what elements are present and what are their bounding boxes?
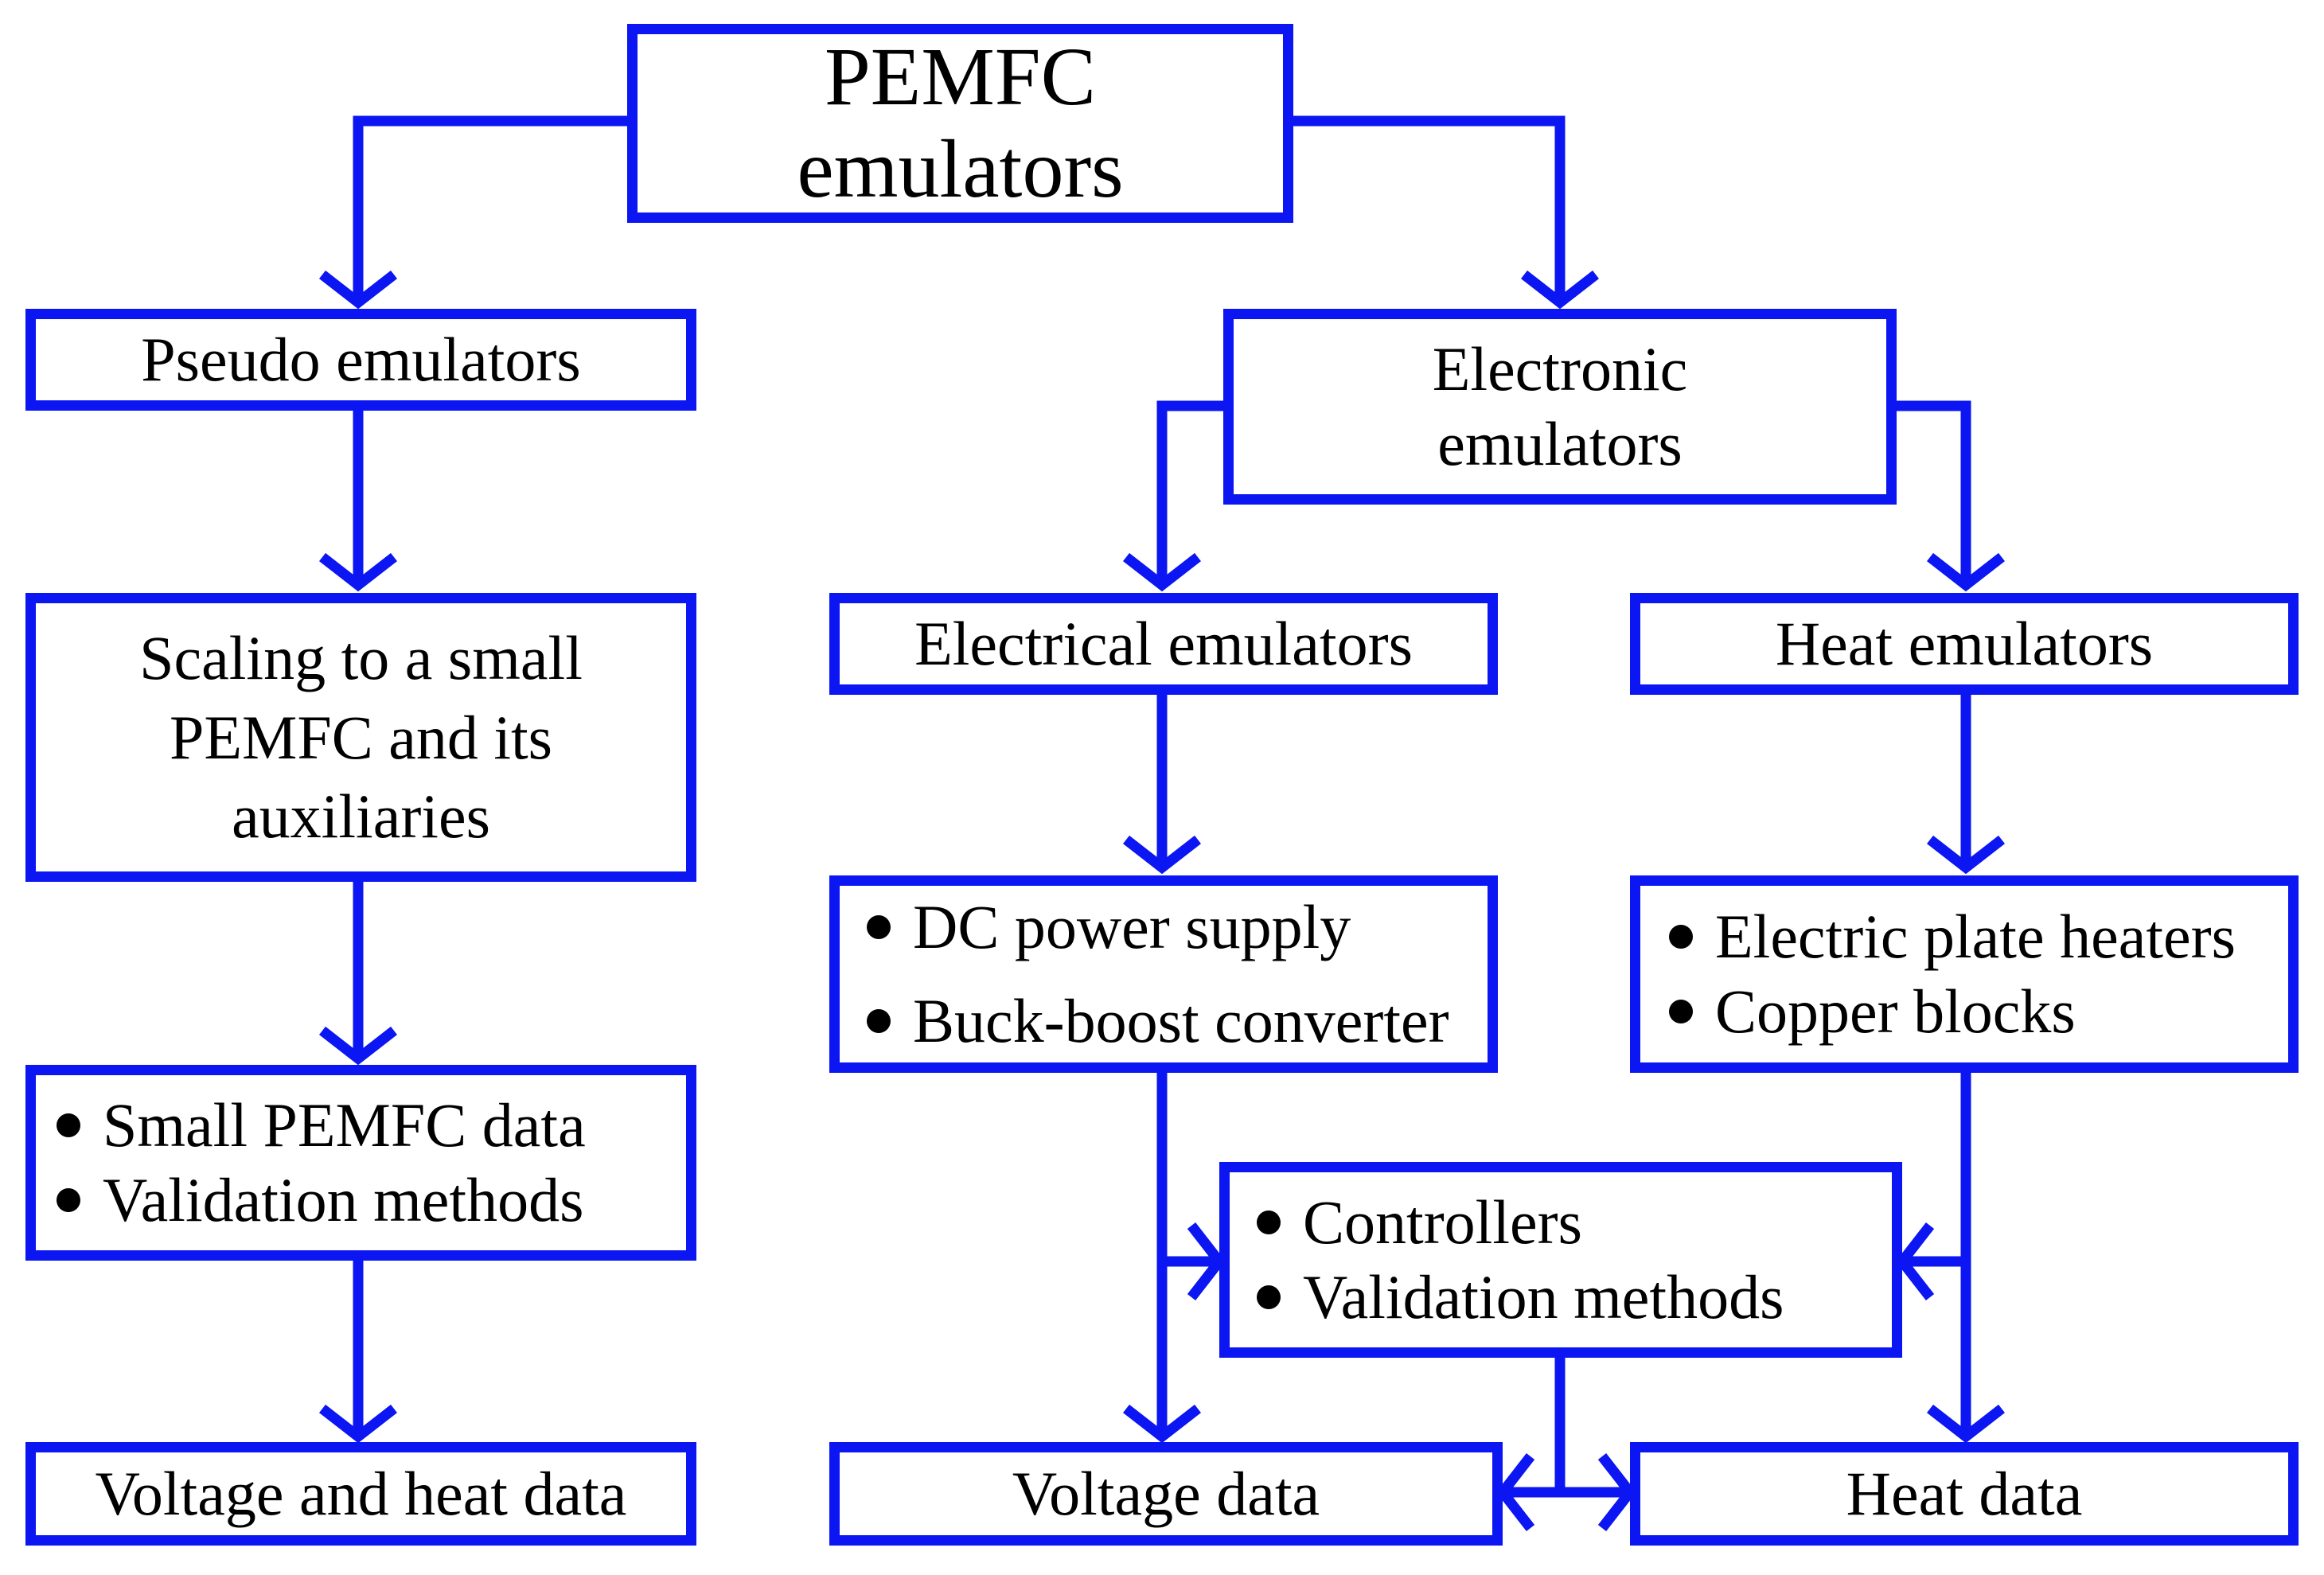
bullet-icon [57, 1187, 80, 1212]
heat-emulators-label: Heat emulators [1775, 609, 2154, 679]
dc-item: Buck-boost converter [867, 984, 1449, 1058]
voltage-and-heat-data-label: Voltage and heat data [95, 1459, 627, 1529]
small-data-item: Validation methods [57, 1163, 583, 1238]
arrowhead-small-data [319, 1026, 397, 1066]
pemfc-emulators-box: PEMFC emulators [627, 24, 1293, 223]
arrowhead-electronic [1521, 270, 1599, 310]
voltage-and-heat-data-box: Voltage and heat data [25, 1442, 696, 1546]
electrical-emulators-box: Electrical emulators [829, 593, 1498, 695]
controllers-box: Controllers Validation methods [1219, 1162, 1902, 1358]
bullet-icon [1669, 925, 1693, 949]
arrowhead-voltage-right [1495, 1453, 1535, 1531]
arrowhead-controllers-right [1895, 1222, 1935, 1300]
electronic-line-2: emulators [1437, 409, 1683, 478]
dc-item: DC power supply [867, 890, 1351, 965]
small-pemfc-data-box: Small PEMFC data Validation methods [25, 1065, 696, 1261]
scaling-line-2: PEMFC and its [169, 702, 553, 772]
small-data-item-text: Small PEMFC data [103, 1090, 586, 1160]
controllers-item-text: Validation methods [1303, 1262, 1784, 1331]
arrowhead-scaling [319, 552, 397, 592]
controllers-item: Controllers [1257, 1185, 1582, 1260]
arrowhead-voltage [1123, 1404, 1201, 1444]
heat-emulators-box: Heat emulators [1630, 593, 2299, 695]
controllers-item: Validation methods [1257, 1260, 1784, 1335]
scaling-line-3: auxiliaries [232, 782, 490, 852]
arrowhead-heat [1927, 1404, 2005, 1444]
arrowhead-dc [1123, 835, 1201, 875]
arrowhead-voltage-heat [319, 1404, 397, 1444]
scaling-line-1: Scaling to a small [139, 622, 583, 692]
dc-item-text: DC power supply [913, 892, 1351, 962]
connector-root-to-pseudo [353, 115, 627, 302]
small-data-item-text: Validation methods [103, 1165, 584, 1234]
scaling-box: Scaling to a small PEMFC and its auxilia… [25, 593, 696, 882]
electrical-emulators-label: Electrical emulators [914, 609, 1413, 679]
heat-data-box: Heat data [1630, 1442, 2299, 1546]
connector-electronic-to-heat-emulators [1897, 400, 1971, 585]
arrowhead-pseudo [319, 270, 397, 310]
small-data-item: Small PEMFC data [57, 1088, 586, 1163]
plate-item-text: Copper blocks [1715, 977, 2076, 1046]
root-line-2: emulators [797, 123, 1124, 215]
pseudo-emulators-box: Pseudo emulators [25, 309, 696, 411]
arrowhead-electrical [1123, 552, 1201, 592]
dc-power-supply-box: DC power supply Buck-boost converter [829, 875, 1498, 1073]
connector-electronic-to-electrical [1156, 400, 1223, 585]
electric-plate-heaters-box: Electric plate heaters Copper blocks [1630, 875, 2299, 1073]
plate-item: Copper blocks [1669, 974, 2076, 1049]
electronic-emulators-box: Electronic emulators [1223, 309, 1897, 505]
heat-data-label: Heat data [1846, 1459, 2083, 1529]
bullet-icon [1257, 1210, 1281, 1235]
bullet-icon [1257, 1285, 1281, 1309]
plate-item-text: Electric plate heaters [1715, 902, 2236, 972]
arrowhead-plate [1927, 835, 2005, 875]
voltage-data-box: Voltage data [829, 1442, 1503, 1546]
electronic-line-1: Electronic [1432, 334, 1688, 404]
bullet-icon [57, 1113, 80, 1138]
arrowhead-heat-emulators [1927, 552, 2005, 592]
bullet-icon [1669, 999, 1693, 1023]
root-line-1: PEMFC [824, 30, 1097, 123]
plate-item: Electric plate heaters [1669, 899, 2236, 974]
dc-item-text: Buck-boost converter [913, 986, 1449, 1055]
voltage-data-label: Voltage data [1012, 1459, 1320, 1529]
bullet-icon [867, 915, 891, 940]
bullet-icon [867, 1008, 891, 1033]
controllers-item-text: Controllers [1303, 1187, 1582, 1257]
connector-root-to-electronic [1293, 115, 1566, 302]
pseudo-emulators-label: Pseudo emulators [141, 325, 581, 395]
